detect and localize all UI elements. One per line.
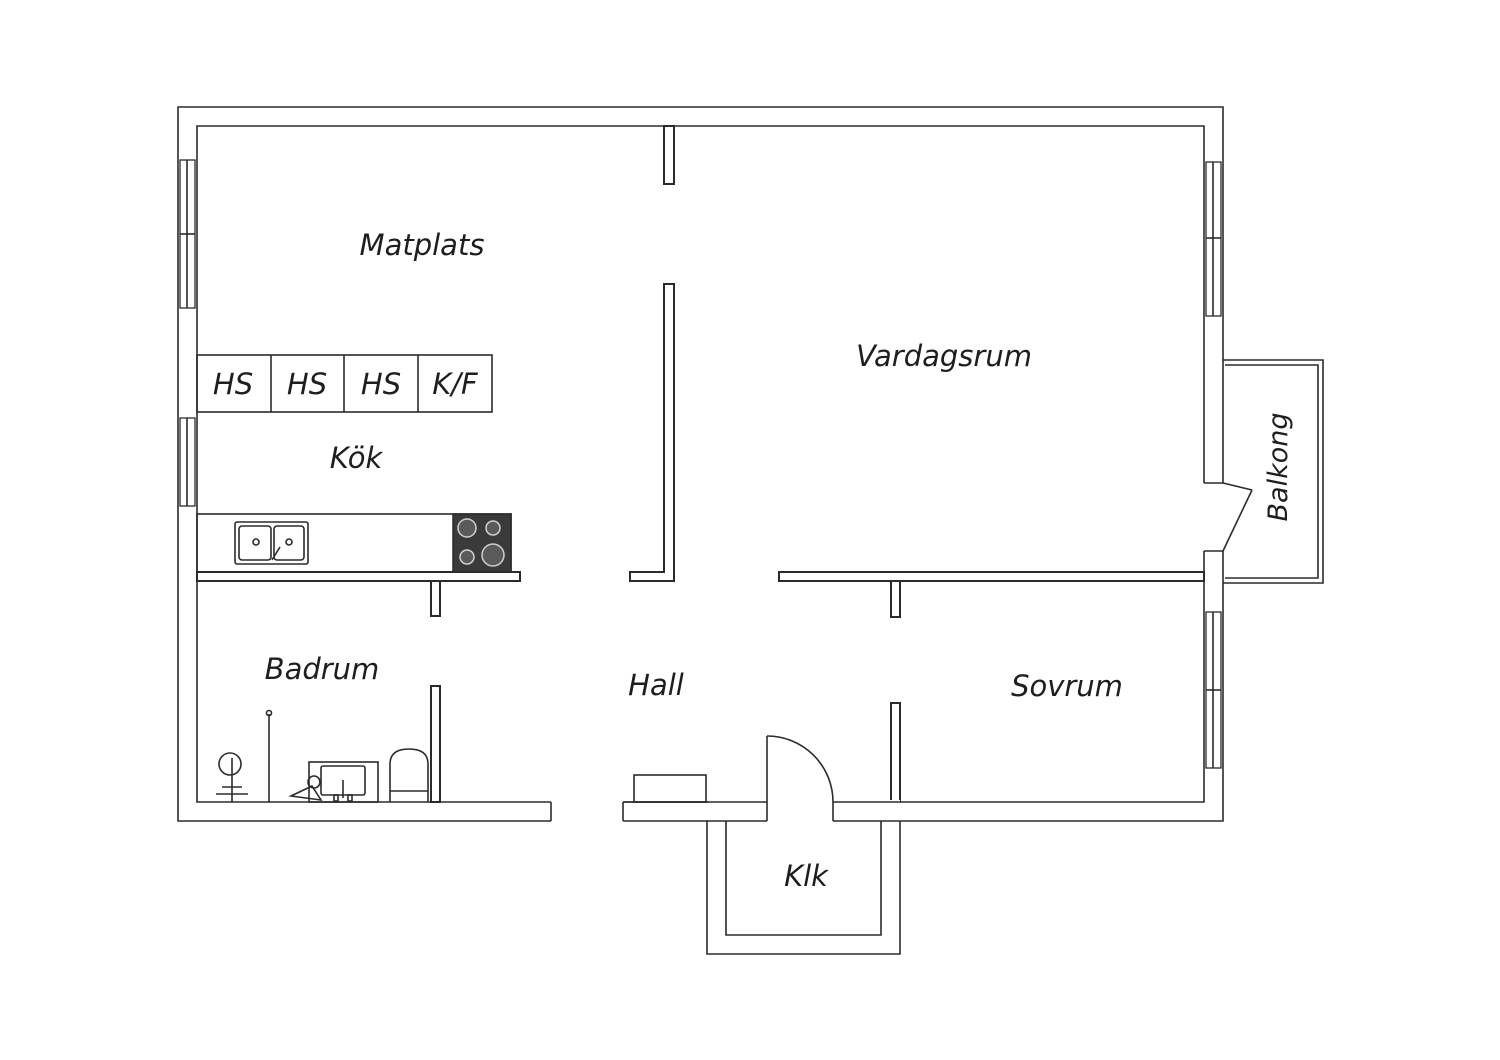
toilet-icon <box>389 748 429 802</box>
room-label-matplats: Matplats <box>360 228 485 262</box>
room-label-balkong: Balkong <box>1263 413 1294 522</box>
room-label-badrum: Badrum <box>265 652 380 686</box>
room-label-klk: Klk <box>784 859 829 893</box>
cabinet-label: HS <box>287 367 327 401</box>
shower-icon <box>216 752 248 802</box>
cabinet-label: HS <box>213 367 253 401</box>
bottom-walls <box>550 774 901 955</box>
room-label-vardagsrum: Vardagsrum <box>856 339 1032 373</box>
windows <box>179 159 1222 769</box>
room-label-sovrum: Sovrum <box>1011 669 1123 703</box>
washbasin-icon <box>288 761 379 803</box>
cabinet-label: K/F <box>432 367 479 401</box>
balcony <box>1200 359 1324 584</box>
kitchen-sink-icon <box>234 521 309 565</box>
stove-icon <box>452 513 512 573</box>
shower-rod-icon <box>265 709 273 802</box>
entrance-door[interactable] <box>766 735 834 821</box>
cabinet-label: HS <box>361 367 401 401</box>
kitchen-cabinets <box>196 354 493 413</box>
room-label-hall: Hall <box>628 668 684 702</box>
interior-walls <box>196 125 1205 803</box>
room-label-kok: Kök <box>330 441 384 475</box>
